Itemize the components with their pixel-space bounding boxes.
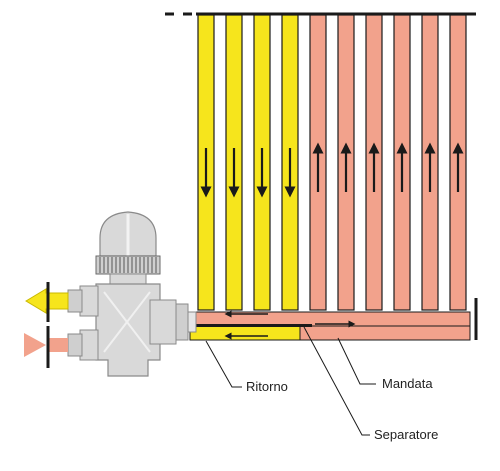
separator-leader-line xyxy=(303,326,370,436)
down-arrows xyxy=(200,148,296,198)
return-leader-line xyxy=(205,340,242,388)
up-arrows xyxy=(312,142,464,192)
supply-columns xyxy=(309,14,467,311)
return-label: Ritorno xyxy=(246,379,288,394)
manifold-lower-return xyxy=(189,325,301,341)
separator-label: Separatore xyxy=(374,427,439,442)
supply-inlet-arrow xyxy=(24,333,46,357)
separator-bar xyxy=(192,324,312,327)
supply-label: Mandata xyxy=(382,376,433,391)
thermostatic-valve xyxy=(67,211,197,377)
supply-inlet-pipe xyxy=(48,338,68,352)
return-columns xyxy=(197,14,299,311)
manifold-lower-supply xyxy=(299,325,471,341)
supply-leader-line xyxy=(337,337,376,385)
